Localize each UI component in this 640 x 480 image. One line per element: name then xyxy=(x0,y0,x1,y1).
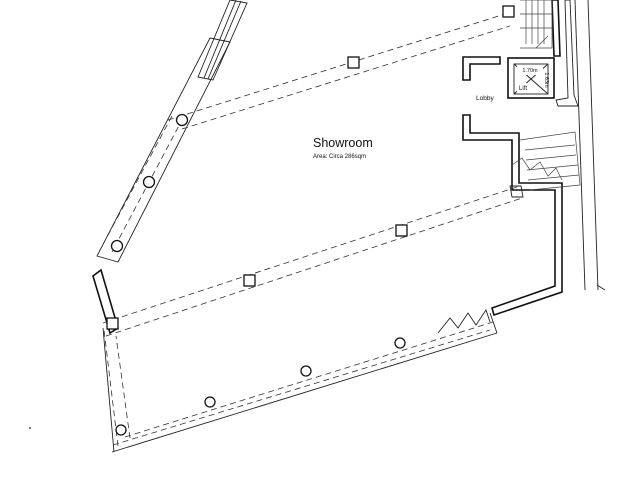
columns xyxy=(106,5,515,436)
room-area-label: Area: Circa 286sqm xyxy=(313,154,366,160)
structural-grid-lines xyxy=(99,13,523,447)
entrance-steps xyxy=(437,308,491,334)
column-round xyxy=(142,175,156,189)
column-square xyxy=(243,274,256,287)
column-round xyxy=(175,113,189,127)
stray-mark xyxy=(29,427,31,429)
lobby-label: Lobby xyxy=(476,95,494,102)
boundary-lines xyxy=(102,0,606,453)
staircase-north xyxy=(520,0,553,49)
column-round xyxy=(204,396,216,408)
lift-shaft: 1.70m 1.63m Lift xyxy=(507,57,555,99)
column-square xyxy=(347,56,360,69)
column-round xyxy=(300,365,312,377)
lift-width-dimension: 1.70m xyxy=(522,68,538,74)
lift-label: Lift xyxy=(519,86,527,92)
column-square xyxy=(395,224,408,237)
column-square xyxy=(106,317,119,330)
column-square xyxy=(502,5,515,18)
lift-depth-dimension: 1.63m xyxy=(543,72,549,88)
room-name-label: Showroom xyxy=(313,136,373,150)
column-round xyxy=(115,424,127,436)
column-round xyxy=(110,239,124,253)
west-wall xyxy=(92,0,248,335)
column-round xyxy=(394,337,406,349)
staircase-east xyxy=(511,131,581,191)
east-walls xyxy=(462,0,579,317)
